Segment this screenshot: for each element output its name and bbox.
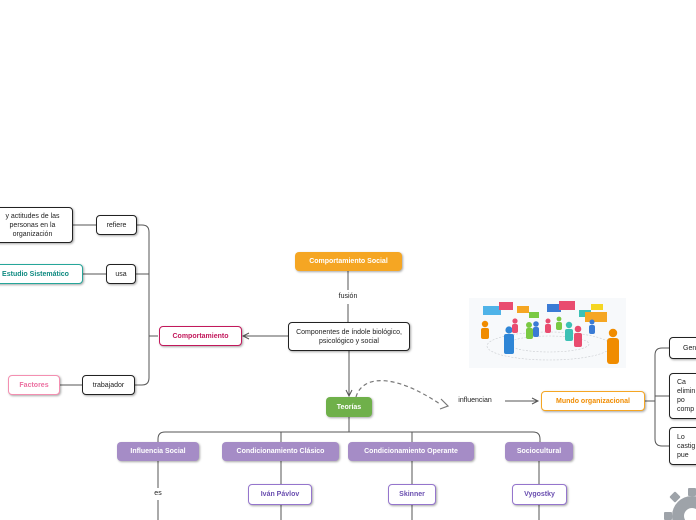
author-vygotsky-label: Vygostky	[524, 491, 555, 498]
estudio-sistematico-node[interactable]: Estudio Sistemático	[0, 264, 83, 284]
actitudes-node[interactable]: y actitudes de las personas en la organi…	[0, 207, 73, 243]
theory-condicionamiento-clasico[interactable]: Condicionamiento Clásico	[222, 442, 339, 461]
refiere-label: refiere	[106, 221, 127, 229]
comportamiento-node[interactable]: Comportamiento	[159, 326, 242, 346]
mundo-organizacional-label: Mundo organizacional	[556, 397, 630, 405]
theory-sociocultural-label: Sociocultural	[516, 448, 562, 455]
author-vygotsky-node[interactable]: Vygostky	[512, 484, 567, 505]
trabajador-label: trabajador	[92, 381, 125, 389]
link-node-trabajador[interactable]: trabajador	[82, 375, 135, 395]
actitudes-text: y actitudes de las personas en la organi…	[5, 212, 60, 238]
teorias-node[interactable]: Teorías	[326, 397, 372, 417]
teorias-label: Teorías	[336, 403, 362, 411]
link-label-fusion: fusión	[338, 293, 358, 300]
link-label-influencian: influencian	[458, 397, 492, 404]
link-node-refiere[interactable]: refiere	[96, 215, 137, 235]
estudio-sistematico-label: Estudio Sistemático	[2, 270, 69, 278]
right-node-ca-text: Ca elimin po comp	[677, 379, 696, 413]
gear-icon	[664, 488, 696, 520]
factores-node[interactable]: Factores	[8, 375, 60, 395]
author-pavlov-node[interactable]: Iván Pávlov	[248, 484, 312, 505]
author-skinner-node[interactable]: Skinner	[388, 484, 436, 505]
right-node-lo[interactable]: Lo castig pue	[669, 427, 696, 465]
author-pavlov-label: Iván Pávlov	[260, 491, 300, 498]
mundo-organizacional-node[interactable]: Mundo organizacional	[541, 391, 645, 411]
theory-influencia-social-label: Influencia Social	[130, 448, 186, 455]
central-topic[interactable]: Comportamiento Social	[295, 252, 402, 271]
theory-condicionamiento-operante[interactable]: Condicionamiento Operante	[348, 442, 474, 461]
right-node-ca[interactable]: Ca elimin po comp	[669, 373, 696, 419]
right-node-gen-text: Gen	[683, 344, 696, 352]
comportamiento-label: Comportamiento	[172, 332, 229, 340]
link-node-usa[interactable]: usa	[106, 264, 136, 284]
theory-condicionamiento-operante-label: Condicionamiento Operante	[364, 448, 458, 455]
central-topic-label: Comportamiento Social	[309, 258, 388, 265]
right-node-gen[interactable]: Gen	[669, 337, 696, 359]
people-network-image	[469, 298, 626, 368]
components-text: Componentes de índole biológico, psicoló…	[296, 328, 402, 345]
usa-label: usa	[115, 270, 127, 278]
link-label-es: es	[154, 490, 162, 497]
right-node-lo-text: Lo castig pue	[677, 433, 696, 459]
theory-condicionamiento-clasico-label: Condicionamiento Clásico	[236, 448, 325, 455]
author-skinner-label: Skinner	[399, 491, 425, 498]
factores-label: Factores	[19, 381, 49, 389]
theory-influencia-social[interactable]: Influencia Social	[117, 442, 199, 461]
components-node[interactable]: Componentes de índole biológico, psicoló…	[288, 322, 410, 351]
theory-sociocultural[interactable]: Sociocultural	[505, 442, 573, 461]
